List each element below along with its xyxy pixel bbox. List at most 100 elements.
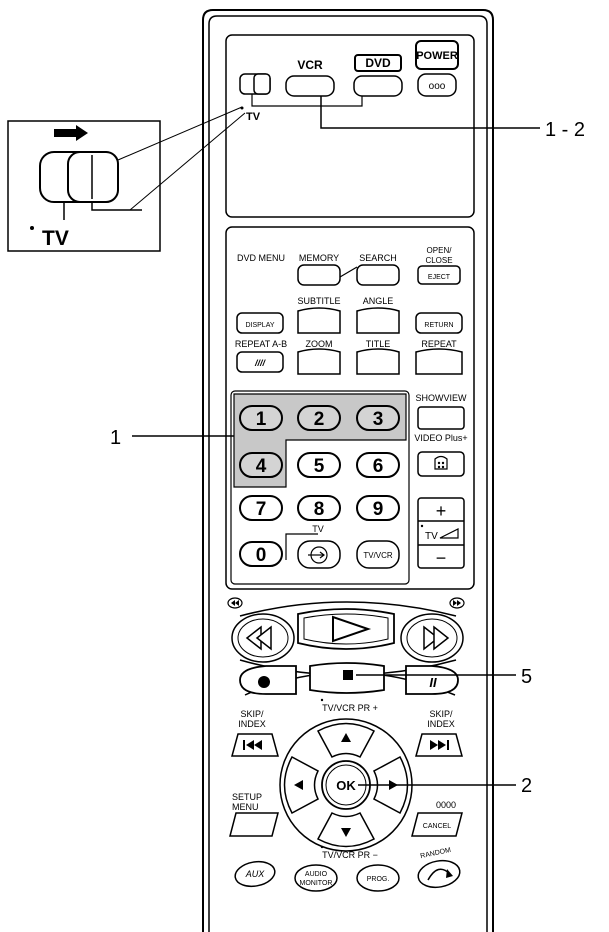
number-button-2[interactable] (297, 405, 341, 431)
number-button-5[interactable] (297, 452, 341, 478)
number-label-8: 8 (314, 499, 325, 520)
open-close-label-2: CLOSE (425, 256, 452, 265)
repeat-label: REPEAT (421, 339, 457, 349)
guide-button[interactable] (417, 451, 465, 477)
search-label: SEARCH (359, 253, 397, 263)
tv-label-small: TV (246, 111, 261, 123)
callout-leader-1-2 (320, 96, 540, 129)
number-label-0: 0 (256, 545, 267, 566)
volume-minus: − (436, 548, 447, 568)
return-label: RETURN (424, 322, 453, 329)
eject-button[interactable] (417, 265, 461, 285)
zoom-line-bottom (129, 112, 246, 211)
fast-forward-icon (423, 625, 450, 651)
slide-arrow-icon (54, 125, 88, 141)
nav-left-icon (294, 780, 303, 790)
prog-button[interactable] (356, 864, 400, 892)
rewind-small-icon (227, 597, 243, 609)
transport-arc-top (239, 601, 457, 617)
setup-label-1: SETUP (232, 792, 262, 802)
top-panel (225, 34, 475, 218)
angle-button[interactable] (356, 307, 400, 334)
guide-icon (434, 455, 448, 470)
eject-label: EJECT (428, 274, 451, 281)
number-button-9[interactable] (356, 495, 400, 521)
magnifier-pointer-right (91, 202, 142, 211)
record-icon (258, 676, 270, 688)
memory-search-link (339, 266, 358, 278)
numpad-frame (230, 390, 410, 585)
number-label-7: 7 (256, 499, 267, 520)
tv-input-label: TV (312, 524, 324, 534)
repeat-ab-glyph: //// (254, 358, 267, 368)
search-button[interactable] (356, 264, 400, 286)
audio-monitor-button[interactable] (294, 864, 338, 892)
showview-label: SHOWVIEW (416, 393, 468, 403)
skip-forward-icon (430, 740, 449, 750)
number-label-6: 6 (373, 456, 384, 477)
random-button[interactable] (416, 858, 462, 891)
skip-index-right-2: INDEX (427, 719, 455, 729)
remote-outline (202, 9, 494, 932)
pr-minus-dot (320, 845, 324, 849)
vcr-button[interactable] (285, 75, 335, 97)
number-button-4[interactable] (239, 452, 283, 478)
number-label-2: 2 (314, 409, 325, 430)
power-dots: ooo (429, 81, 446, 92)
dvd-button[interactable] (353, 75, 403, 97)
stop-icon (343, 670, 353, 680)
dvd-label-box (354, 54, 402, 72)
power-button[interactable] (417, 73, 457, 97)
audio-label-1: AUDIO (305, 871, 328, 878)
repeat-button[interactable] (415, 348, 463, 375)
videoplus-label: VIDEO Plus+ (414, 433, 467, 443)
number-button-3[interactable] (356, 405, 400, 431)
title-button[interactable] (356, 348, 400, 375)
tv-switch-small[interactable] (239, 73, 271, 95)
repeat-ab-button[interactable] (236, 351, 284, 373)
number-button-0[interactable] (239, 541, 283, 567)
ffwd-small-icon (449, 597, 465, 609)
callout-5: 5 (521, 666, 532, 688)
zoom-line-top (117, 106, 243, 161)
cancel-button[interactable] (411, 812, 463, 837)
dvd-label: DVD (365, 56, 391, 70)
number-label-4: 4 (256, 456, 267, 477)
memory-label: MEMORY (299, 253, 339, 263)
showview-button[interactable] (417, 406, 465, 430)
tv-dot-large (30, 226, 34, 230)
number-button-7[interactable] (239, 495, 283, 521)
setup-menu-button[interactable] (229, 812, 279, 837)
input-select-icon (308, 546, 328, 564)
pr-plus-dot (320, 698, 324, 702)
number-label-1: 1 (256, 409, 267, 430)
memory-button[interactable] (297, 264, 341, 286)
volume-frame (417, 497, 465, 569)
skip-index-right-1: SKIP/ (429, 709, 453, 719)
pause-button[interactable] (405, 665, 459, 695)
remote-inner-outline (208, 15, 488, 932)
return-button[interactable] (415, 312, 463, 334)
display-button[interactable] (236, 312, 284, 334)
tv-label-large: TV (42, 227, 69, 250)
subtitle-label: SUBTITLE (297, 296, 340, 306)
audio-label-2: MONITOR (300, 880, 333, 887)
power-label: POWER (416, 50, 458, 62)
number-label-3: 3 (373, 409, 384, 430)
tvvcr-pr-plus-label: TV/VCR PR + (322, 703, 378, 713)
subtitle-button[interactable] (297, 307, 341, 334)
skip-back-icon (243, 740, 262, 750)
callout-1-2: 1 - 2 (545, 119, 585, 141)
number-button-8[interactable] (297, 495, 341, 521)
tv-vcr-button[interactable] (356, 540, 400, 569)
tv-switch-large (39, 151, 119, 203)
zoom-button[interactable] (297, 348, 341, 375)
aux-button[interactable] (233, 859, 277, 890)
nav-up-icon (341, 733, 351, 742)
number-button-1[interactable] (239, 405, 283, 431)
random-icon (427, 868, 453, 881)
number-button-6[interactable] (356, 452, 400, 478)
zoom-label: ZOOM (306, 339, 333, 349)
